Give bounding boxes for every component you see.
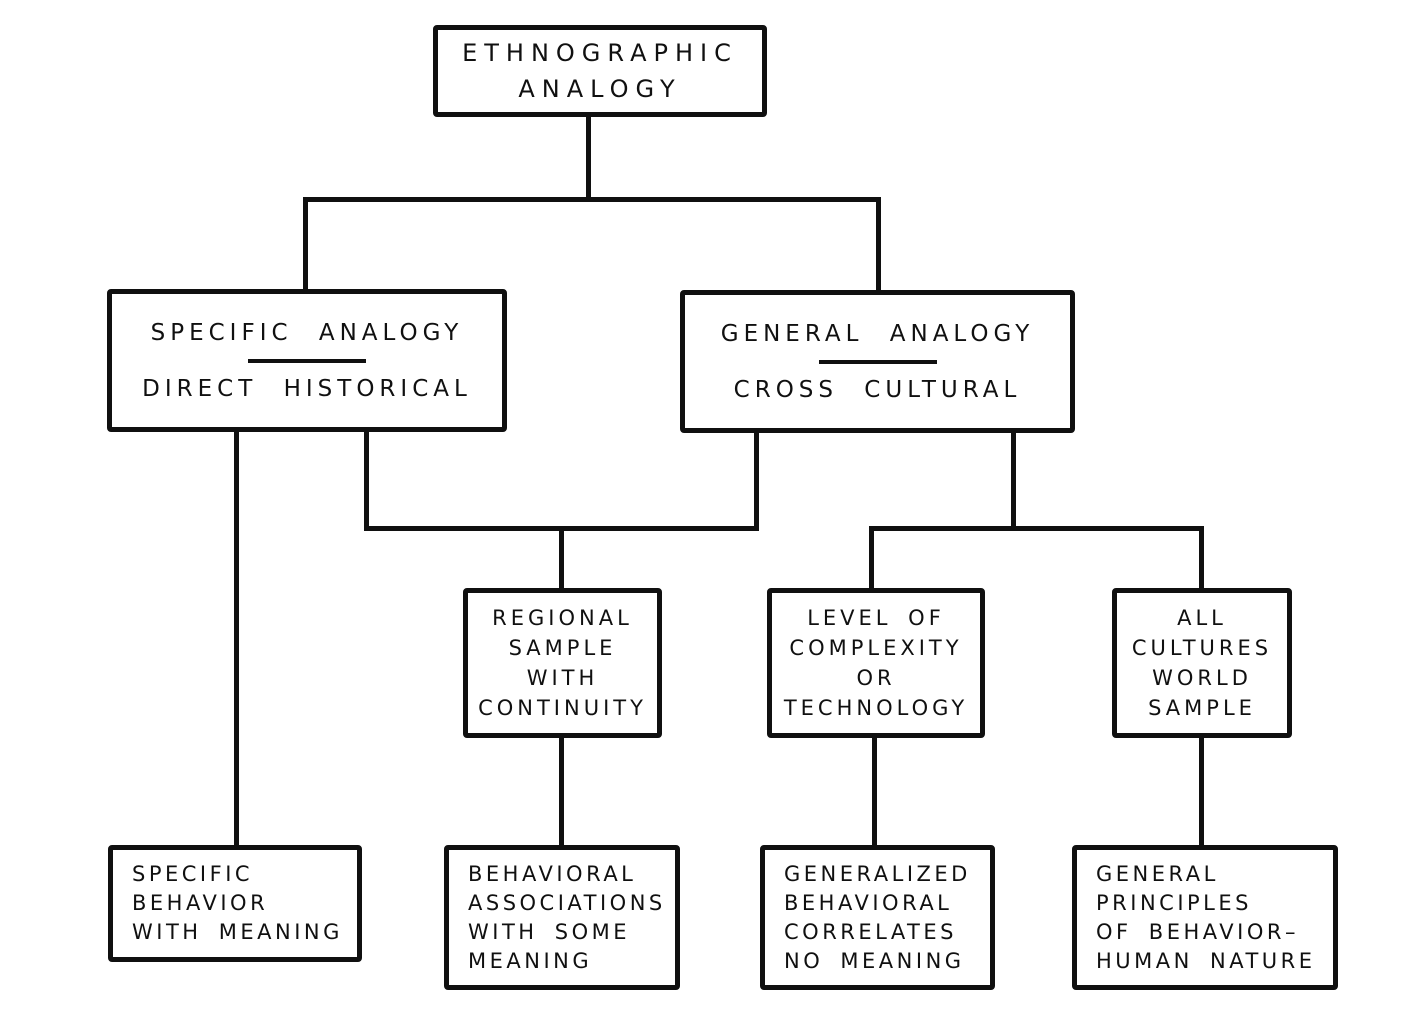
node-text-line: SAMPLE — [1148, 696, 1256, 720]
node-all-cultures-world-sample: ALL CULTURES WORLD SAMPLE — [1112, 588, 1292, 738]
connector-to-level-of-complexity — [869, 526, 874, 590]
divider-line — [818, 359, 937, 364]
connector-cultures-to-principles — [1199, 736, 1204, 847]
node-generalized-behavioral-correlates-no-meaning: GENERALIZED BEHAVIORAL CORRELATES NO MEA… — [760, 845, 995, 990]
node-text-line: CROSS CULTURAL — [733, 376, 1022, 403]
connector-general-to-right-split — [1011, 431, 1016, 531]
connector-to-general-analogy — [876, 197, 881, 293]
divider-line — [248, 358, 366, 363]
node-text-line: OR — [856, 666, 896, 690]
node-text-line: COMPLEXITY — [789, 636, 963, 660]
node-general-principles-of-behavior-human-nature: GENERAL PRINCIPLES OF BEHAVIOR– HUMAN NA… — [1072, 845, 1338, 990]
node-text-line: BEHAVIORAL — [468, 861, 637, 886]
node-ethnographic-analogy: ETHNOGRAPHIC ANALOGY — [433, 25, 767, 117]
node-text-line: PRINCIPLES — [1096, 890, 1252, 915]
node-text-line: CULTURES — [1131, 636, 1273, 660]
node-text-line: WITH — [526, 666, 599, 690]
node-text-line: REGIONAL — [492, 606, 633, 630]
connector-to-specific-analogy — [303, 197, 308, 292]
node-text-line: LEVEL OF — [807, 606, 945, 630]
connector-specific-to-behavior — [234, 430, 239, 847]
node-text-line: ALL — [1177, 606, 1227, 630]
node-specific-behavior-with-meaning: SPECIFIC BEHAVIOR WITH MEANING — [108, 845, 362, 962]
node-text-line: ANALOGY — [518, 75, 682, 103]
connector-specific-to-join — [364, 430, 369, 531]
node-text-line: TECHNOLOGY — [783, 696, 969, 720]
node-text-line: WITH SOME — [468, 919, 630, 944]
node-general-analogy-cross-cultural: GENERAL ANALOGY CROSS CULTURAL — [680, 290, 1075, 433]
node-regional-sample-with-continuity: REGIONAL SAMPLE WITH CONTINUITY — [463, 588, 662, 738]
node-text-line: BEHAVIORAL — [784, 890, 953, 915]
connector-top-split — [303, 197, 881, 202]
node-text-line: GENERALIZED — [784, 861, 971, 886]
connector-to-regional-sample — [559, 526, 564, 590]
node-text-line: SPECIFIC — [132, 862, 254, 886]
node-text-line: GENERAL — [1096, 861, 1219, 886]
connector-level-to-generalized — [872, 736, 877, 847]
node-text-line: SAMPLE — [508, 636, 617, 660]
node-text-line: HUMAN NATURE — [1096, 948, 1316, 973]
node-text-line: BEHAVIOR — [132, 891, 269, 915]
node-level-of-complexity-or-technology: LEVEL OF COMPLEXITY OR TECHNOLOGY — [767, 588, 985, 738]
connector-root-stem — [586, 115, 591, 202]
node-behavioral-associations-with-some-meaning: BEHAVIORAL ASSOCIATIONS WITH SOME MEANIN… — [444, 845, 680, 990]
node-text-line: SPECIFIC ANALOGY — [150, 319, 464, 346]
node-text-line: GENERAL ANALOGY — [720, 320, 1035, 347]
node-specific-analogy-direct-historical: SPECIFIC ANALOGY DIRECT HISTORICAL — [107, 289, 507, 432]
connector-general-to-join — [754, 431, 759, 531]
node-text-line: ASSOCIATIONS — [468, 890, 666, 915]
node-text-line: MEANING — [468, 948, 593, 973]
node-text-line: OF BEHAVIOR– — [1096, 919, 1299, 944]
node-text-line: ETHNOGRAPHIC — [462, 39, 738, 67]
node-text-line: WITH MEANING — [132, 920, 343, 944]
connector-right-split — [869, 526, 1204, 531]
node-text-line: DIRECT HISTORICAL — [142, 375, 472, 402]
node-text-line: CORRELATES — [784, 919, 957, 944]
node-text-line: NO MEANING — [784, 948, 965, 973]
connector-regional-to-associations — [559, 736, 564, 847]
connector-to-all-cultures — [1199, 526, 1204, 590]
node-text-line: CONTINUITY — [478, 696, 647, 720]
node-text-line: WORLD — [1152, 666, 1252, 690]
